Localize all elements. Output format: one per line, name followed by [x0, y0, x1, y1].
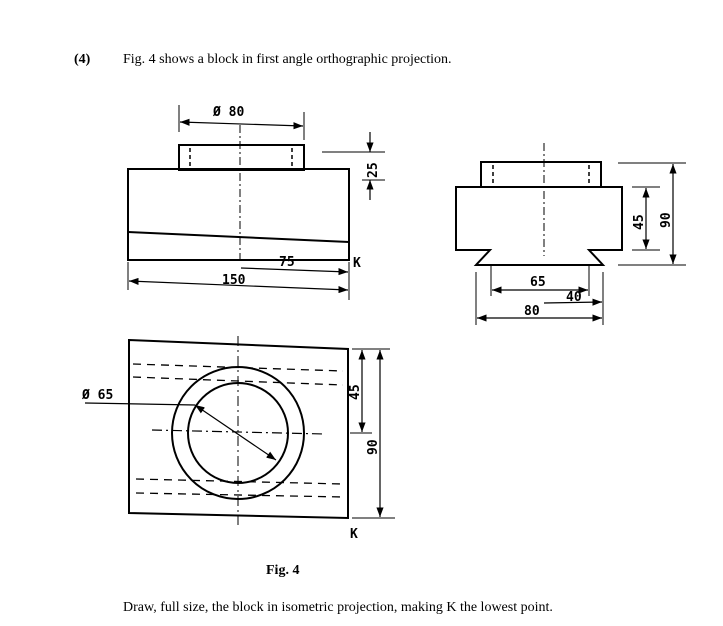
question-intro: Fig. 4 shows a block in first angle orth…: [123, 52, 452, 67]
question-instruction: Draw, full size, the block in isometric …: [123, 600, 553, 615]
dim-65: 65: [530, 275, 546, 290]
corner-k-plan: K: [350, 527, 358, 542]
dim-45-side: 45: [632, 214, 647, 230]
plan-view: [84, 336, 395, 525]
dim-90-side: 90: [659, 212, 674, 228]
dim-150: 150: [222, 273, 246, 288]
question-number: (4): [74, 52, 91, 67]
dim-40: 40: [566, 290, 582, 305]
dim-45-plan: 45: [348, 384, 363, 400]
front-view: [127, 105, 385, 300]
side-view: [455, 143, 686, 325]
dim-80: 80: [524, 304, 540, 319]
dim-dia-80: Ø 80: [212, 105, 244, 120]
dim-25: 25: [366, 162, 381, 178]
dim-90-plan: 90: [366, 439, 381, 455]
dim-75: 75: [279, 255, 295, 270]
dim-dia-65: Ø 65: [81, 388, 113, 403]
corner-k-front: K: [353, 256, 361, 271]
figure-caption: Fig. 4: [266, 563, 300, 578]
